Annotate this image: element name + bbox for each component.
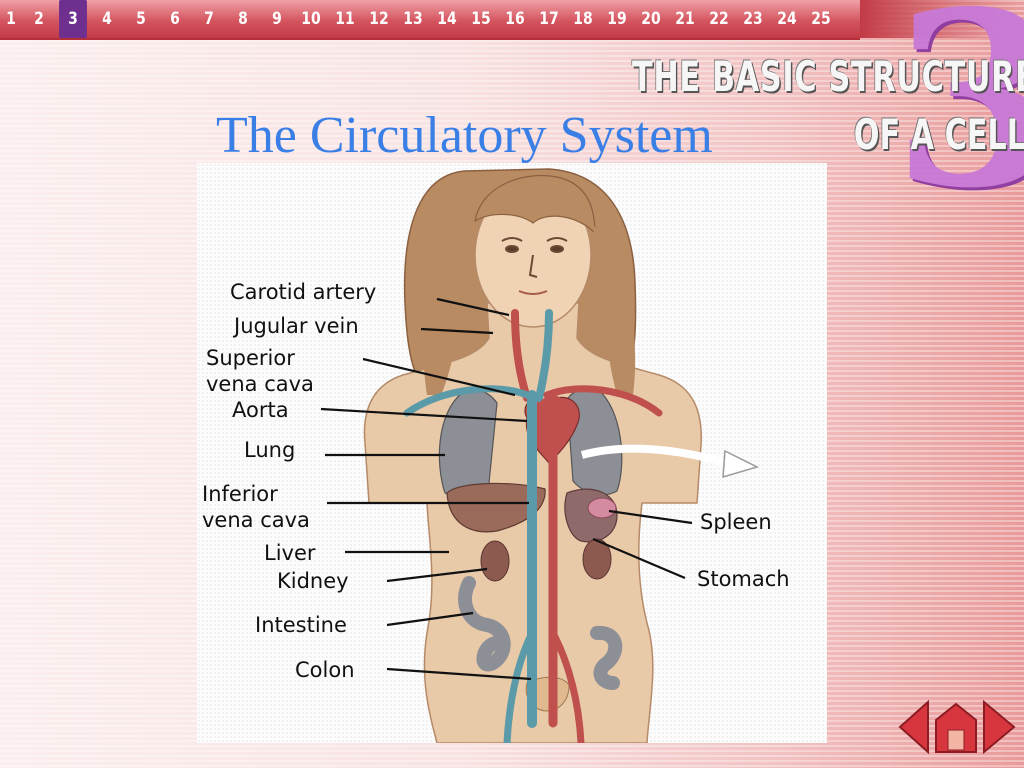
nav-controls xyxy=(898,699,1016,755)
slide-number-16[interactable]: 16 xyxy=(505,9,525,29)
aorta-vessel xyxy=(540,395,565,728)
slide-number-24[interactable]: 24 xyxy=(777,9,797,29)
label-colon: Colon xyxy=(295,658,355,682)
slide-number-23[interactable]: 23 xyxy=(743,9,763,29)
label-carotid-artery: Carotid artery xyxy=(230,280,376,304)
leg-vessel-right xyxy=(549,629,585,747)
slide-number-13[interactable]: 13 xyxy=(403,9,423,29)
slide-number-3[interactable]: 3 xyxy=(59,0,87,38)
jugular-vessel xyxy=(535,309,553,402)
slide-number-10[interactable]: 10 xyxy=(301,9,321,29)
label-aorta: Aorta xyxy=(232,398,289,422)
chapter-title-line1: THE BASIC STRUCTURE xyxy=(632,52,1024,101)
chapter-title: THE BASIC STRUCTURE OF A CELL xyxy=(632,52,1024,159)
carotid-vessel xyxy=(511,309,531,402)
slide-title: The Circulatory System xyxy=(216,107,713,164)
hair-side-left xyxy=(423,221,475,395)
diagram-svg: Carotid artery Jugular vein Superior ven… xyxy=(202,168,790,747)
leader-lines xyxy=(320,297,693,681)
kidney-right-shape xyxy=(582,538,612,580)
slide-number-6[interactable]: 6 xyxy=(170,9,180,29)
slide-number-12[interactable]: 12 xyxy=(369,9,389,29)
label-jugular-vein: Jugular vein xyxy=(232,314,359,338)
hair-side-right xyxy=(593,225,636,395)
slide-number-1[interactable]: 1 xyxy=(6,9,16,29)
slide-number-4[interactable]: 4 xyxy=(102,9,112,29)
vessels xyxy=(403,309,663,747)
slide-number-20[interactable]: 20 xyxy=(641,9,661,29)
kidney-left-shape xyxy=(480,540,510,582)
label-inferior-vena-cava-1: Inferior xyxy=(202,482,278,506)
slide-number-11[interactable]: 11 xyxy=(335,9,355,29)
circulatory-diagram: Carotid artery Jugular vein Superior ven… xyxy=(197,163,827,747)
slide-number-25[interactable]: 25 xyxy=(811,9,831,29)
label-stomach: Stomach xyxy=(697,567,790,591)
label-kidney: Kidney xyxy=(277,569,349,593)
intestine-shape xyxy=(458,576,511,672)
leg-vessel-left xyxy=(503,629,536,747)
home-icon[interactable] xyxy=(935,702,977,753)
slide-number-19[interactable]: 19 xyxy=(607,9,627,29)
face-features xyxy=(501,237,568,295)
slide-number-9[interactable]: 9 xyxy=(272,9,282,29)
slide-number-21[interactable]: 21 xyxy=(675,9,695,29)
label-superior-vena-cava-2: vena cava xyxy=(206,372,314,396)
label-inferior-vena-cava-2: vena cava xyxy=(202,508,310,532)
slide-number-15[interactable]: 15 xyxy=(471,9,491,29)
prev-arrow-icon[interactable] xyxy=(898,699,929,755)
next-arrow-icon[interactable] xyxy=(983,699,1016,755)
flow-arrow xyxy=(580,444,729,467)
chapter-title-line2: OF A CELL xyxy=(853,110,1024,159)
label-lung: Lung xyxy=(244,438,295,462)
label-liver: Liver xyxy=(264,541,316,565)
slide-number-18[interactable]: 18 xyxy=(573,9,593,29)
slide-number-22[interactable]: 22 xyxy=(709,9,729,29)
intestine-right-shape xyxy=(590,625,623,690)
spleen-shape xyxy=(587,497,617,519)
slide-number-17[interactable]: 17 xyxy=(539,9,559,29)
arm-vessel-left xyxy=(403,385,531,417)
slide-number-7[interactable]: 7 xyxy=(204,9,214,29)
flow-arrow-head xyxy=(722,449,760,479)
label-intestine: Intestine xyxy=(255,613,347,637)
label-superior-vena-cava-1: Superior xyxy=(206,346,295,370)
arm-vessel-right xyxy=(543,385,663,417)
label-spleen: Spleen xyxy=(700,510,772,534)
slide-number-8[interactable]: 8 xyxy=(238,9,248,29)
slide-number-14[interactable]: 14 xyxy=(437,9,457,29)
slide-number-2[interactable]: 2 xyxy=(34,9,44,29)
slide-number-5[interactable]: 5 xyxy=(136,9,146,29)
chapter-number: 3 xyxy=(893,0,1024,241)
strip-fade xyxy=(860,0,1020,38)
